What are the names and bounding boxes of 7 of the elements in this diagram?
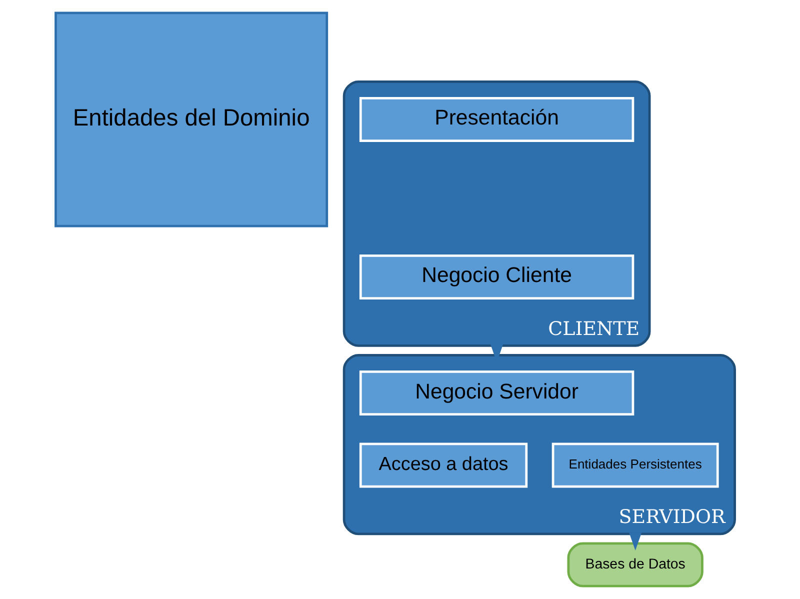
node-box: Acceso a datos xyxy=(359,442,528,488)
node-box: Bases de Datos xyxy=(567,542,704,588)
node-box: Negocio Cliente xyxy=(359,254,634,300)
node-box: Presentación xyxy=(359,97,634,142)
node-box: Entidades del Dominio xyxy=(54,12,328,228)
node-box: Negocio Servidor xyxy=(359,370,634,416)
node-box: Entidades Persistentes xyxy=(552,442,719,488)
